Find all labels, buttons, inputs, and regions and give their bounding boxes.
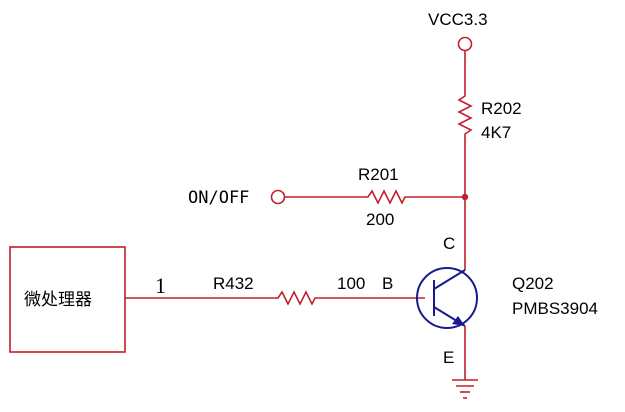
r202-value: 4K7 — [481, 123, 511, 142]
r201-resistor — [363, 189, 410, 205]
r432-resistor — [273, 290, 320, 306]
pin-e-label: E — [443, 348, 454, 367]
pin-c-label: C — [443, 234, 455, 253]
onoff-label: ON/OFF — [188, 188, 249, 208]
r202-ref: R202 — [481, 99, 522, 118]
q202-collector-lead — [433, 269, 466, 290]
r201-ref: R201 — [358, 165, 399, 184]
onoff-terminal — [270, 189, 286, 205]
q202-emitter-arrow — [452, 316, 465, 326]
pin-b-label: B — [382, 274, 393, 293]
ground-icon — [452, 379, 478, 399]
r201-value: 200 — [366, 210, 394, 229]
q202-part: PMBS3904 — [512, 299, 598, 318]
r432-ref: R432 — [213, 274, 254, 293]
q202-transistor-body — [416, 267, 478, 329]
q202-ref: Q202 — [512, 274, 554, 293]
r432-value: 100 — [337, 274, 365, 293]
mcu-label: 微处理器 — [24, 290, 92, 309]
mcu-box — [9, 246, 126, 353]
vcc-label: VCC3.3 — [428, 10, 488, 29]
r202-resistor — [457, 90, 473, 140]
mcu-pin-number: 1 — [155, 273, 166, 298]
vcc-terminal — [457, 36, 473, 52]
